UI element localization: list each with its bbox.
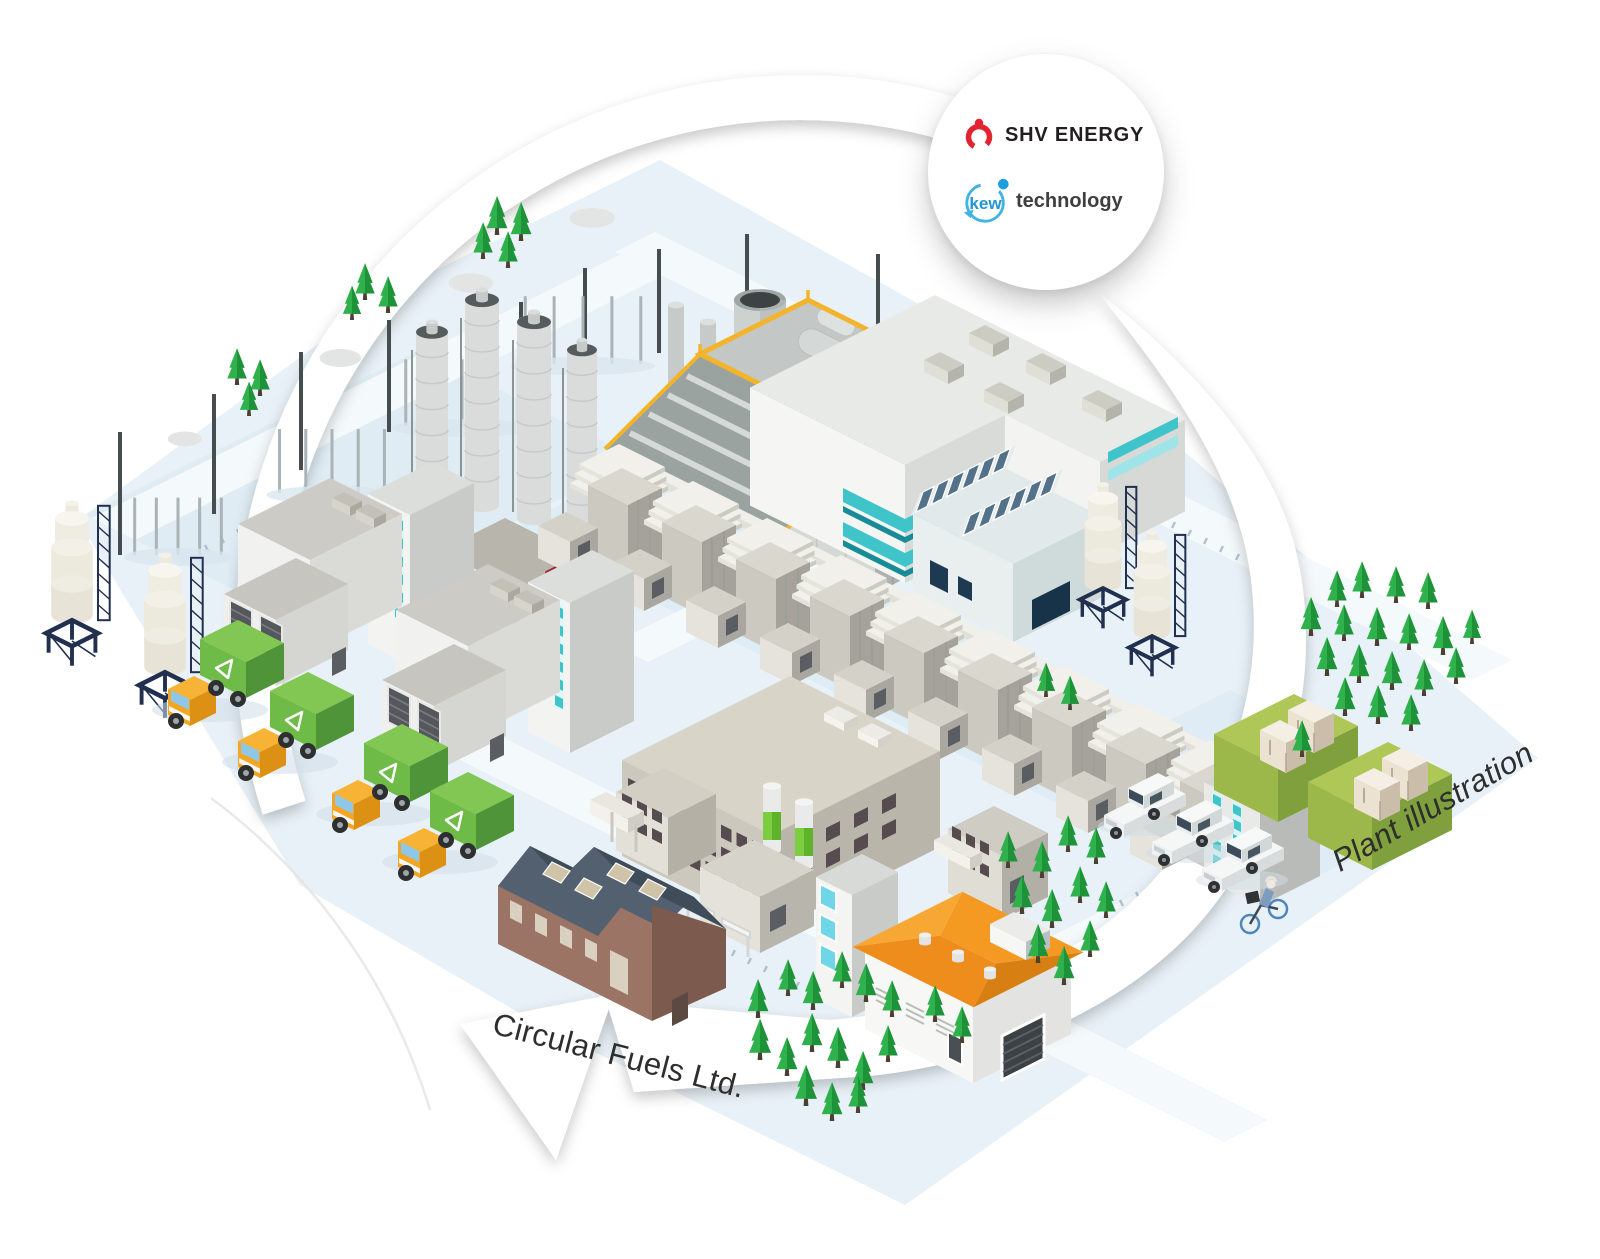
shv-energy-wordmark: SHV ENERGY (1005, 123, 1145, 146)
process-module (612, 481, 774, 616)
process-silo (1124, 530, 1187, 677)
solar-roof-building (911, 445, 1105, 642)
delivery-trucks (152, 620, 514, 881)
trees (227, 196, 1482, 1121)
process-module (538, 444, 700, 579)
kew-ring-arcs (963, 178, 1009, 223)
shv-energy-icon (965, 118, 993, 151)
logo-badge: SHV ENERGY kew technology (928, 54, 1164, 290)
kew-technology-logo: kew technology (962, 176, 1164, 226)
green-platforms (1214, 694, 1452, 870)
delivery-truck (152, 620, 284, 729)
kew-wordmark: kew (969, 193, 1002, 213)
kew-ring-icon: kew (962, 176, 1012, 226)
car (1146, 800, 1238, 866)
process-silo (40, 500, 111, 666)
shv-energy-logo: SHV ENERGY (962, 118, 1164, 152)
process-silos-right (1075, 482, 1187, 677)
delivery-truck (222, 672, 354, 781)
process-silo (1075, 482, 1138, 629)
feedstock-warehouse-b (382, 550, 634, 772)
car (1098, 773, 1190, 839)
car (1196, 827, 1288, 893)
delivery-truck (382, 772, 514, 881)
cyclist (1239, 876, 1289, 935)
brick-factory (498, 846, 726, 1026)
delivery-truck (316, 724, 448, 833)
kew-technology-text: technology (1016, 189, 1123, 212)
cars (1098, 773, 1288, 893)
orange-roof-warehouse (816, 854, 1084, 1083)
